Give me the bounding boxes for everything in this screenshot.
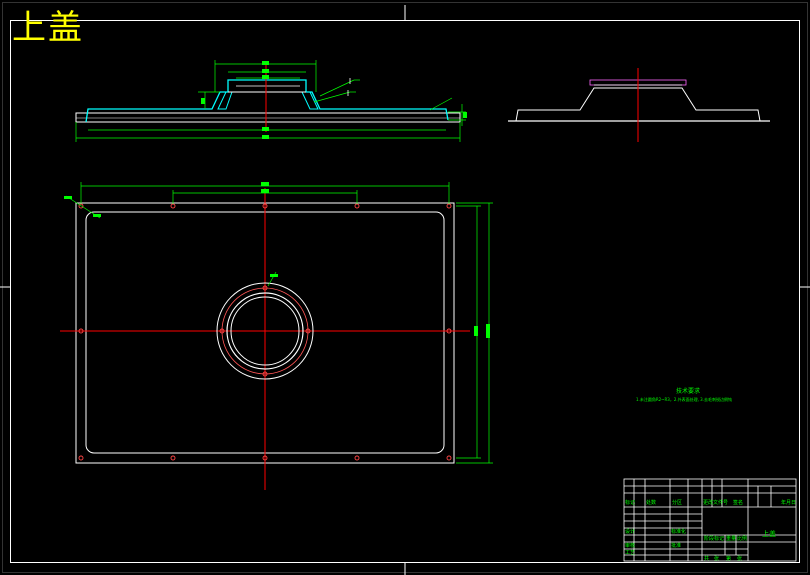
section-profile (85, 79, 449, 123)
tb-role-approve: 批准 (671, 543, 682, 549)
top-view (60, 182, 493, 490)
tb-role-standard: 标准化 (671, 529, 687, 535)
technical-requirements-title: 技术要求 (676, 388, 701, 395)
front-view (75, 60, 467, 142)
tb-header-change: 更改文件号 (703, 500, 729, 506)
centering-marks (0, 5, 810, 575)
tb-header-sign: 签名 (733, 500, 744, 506)
tb-header-count: 处数 (646, 500, 657, 506)
technical-requirements-line: 1.未注圆角R2~R3，2.外表面处理, 3.去毛刺锐边倒钝 (636, 397, 732, 402)
tb-role-design: 设计 (625, 529, 636, 535)
bolt-holes (78, 203, 452, 461)
tb-info-weight: 重量 (726, 536, 737, 542)
tb-header-zone: 分区 (672, 500, 683, 506)
tb-info-stage: 阶段标记 (704, 536, 725, 542)
side-view (508, 68, 770, 142)
tb-role-process: 工艺 (625, 550, 636, 556)
tb-sheet-total-unit: 张 (714, 556, 720, 562)
drawing-title: 上盖 (12, 8, 84, 48)
tb-sheet-no: 第 (726, 556, 732, 562)
tb-sheet-no-unit: 张 (737, 556, 743, 562)
title-block-part-name: 上盖 (762, 530, 776, 538)
tb-sheet-total: 共 (704, 556, 710, 562)
tb-role-review: 审核 (625, 543, 636, 549)
tb-header-mark: 标记 (625, 500, 636, 506)
flange-outer (216, 282, 314, 380)
tb-header-date: 年月日 (781, 500, 797, 506)
tb-info-scale: 比例 (737, 536, 748, 542)
title-block (623, 478, 797, 562)
sheet-border (10, 20, 800, 563)
